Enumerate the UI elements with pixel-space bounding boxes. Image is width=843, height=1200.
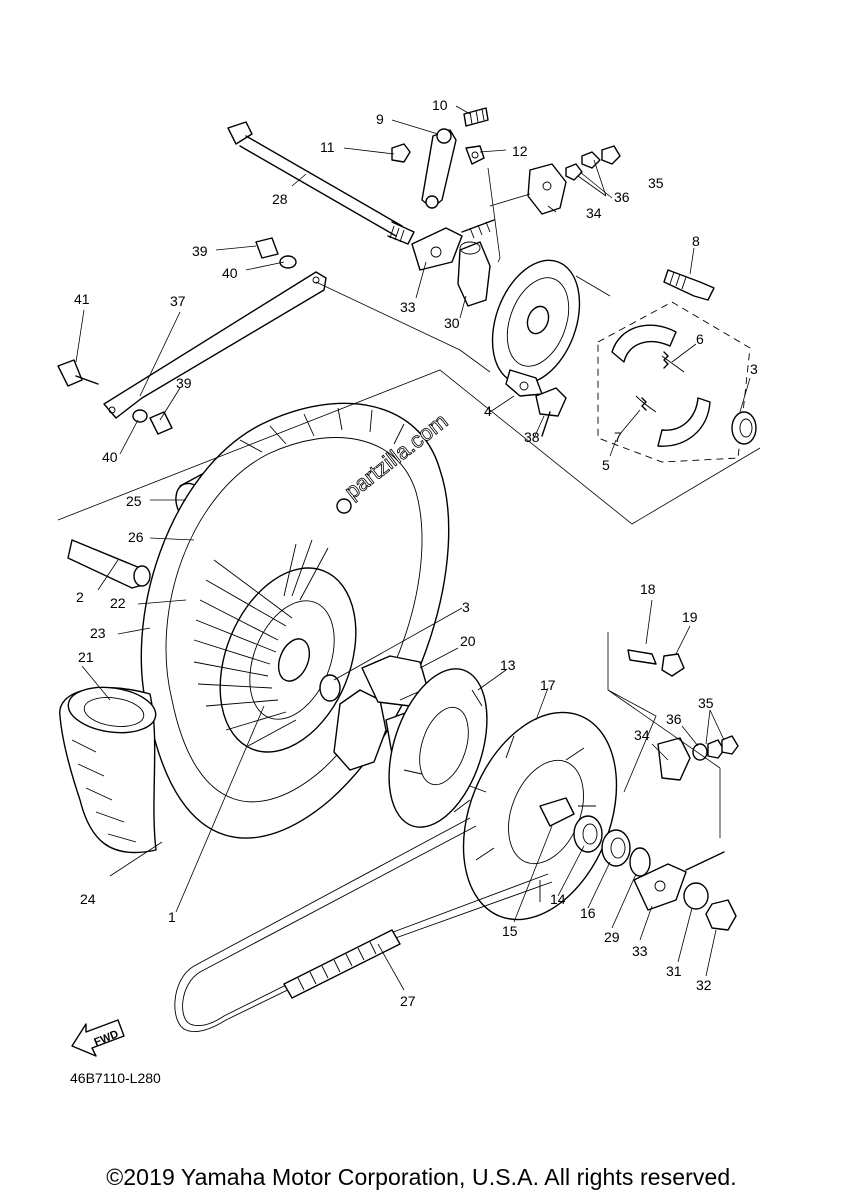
spacer	[67, 539, 151, 589]
callout-36a: 36	[614, 189, 630, 205]
callout-6: 6	[696, 331, 704, 347]
callout-34a: 34	[586, 205, 602, 221]
callout-27: 27	[400, 993, 416, 1009]
callout-34b: 34	[634, 727, 650, 743]
callout-2: 2	[76, 589, 84, 605]
callout-23: 23	[90, 625, 106, 641]
callout-7: 7	[614, 429, 622, 445]
rear-axle	[227, 121, 415, 245]
callout-8: 8	[692, 233, 700, 249]
parts-diagram: FWD partzilla.com	[57, 97, 761, 1057]
callout-38: 38	[524, 429, 540, 445]
callout-3a: 3	[750, 361, 758, 377]
callout-12: 12	[512, 143, 528, 159]
callout-5: 5	[602, 457, 610, 473]
callout-36b: 36	[666, 711, 682, 727]
chain-adjuster-top	[527, 145, 621, 215]
callout-39a: 39	[192, 243, 208, 259]
callout-29: 29	[604, 929, 620, 945]
callout-21: 21	[78, 649, 94, 665]
fwd-arrow: FWD	[71, 1019, 125, 1057]
diagram-code: 46B7110-L280	[70, 1070, 161, 1086]
callout-15: 15	[502, 923, 518, 939]
callout-31: 31	[666, 963, 682, 979]
callout-11: 11	[320, 139, 335, 155]
callout-25: 25	[126, 493, 142, 509]
callout-19: 19	[682, 609, 698, 625]
callout-30: 30	[444, 315, 460, 331]
callout-16: 16	[580, 905, 596, 921]
callout-17: 17	[540, 677, 556, 693]
callout-4: 4	[484, 403, 492, 419]
drive-chain	[174, 817, 553, 1032]
callout-35b: 35	[698, 695, 714, 711]
callout-28: 28	[272, 191, 288, 207]
callout-32: 32	[696, 977, 712, 993]
callout-20: 20	[460, 633, 476, 649]
brake-shoe-plate	[411, 219, 581, 437]
callout-24: 24	[80, 891, 96, 907]
callout-9: 9	[376, 111, 384, 127]
sprocket	[462, 711, 651, 921]
callout-33a: 33	[400, 299, 416, 315]
brake-cable-fitting	[663, 269, 715, 301]
callout-41: 41	[74, 291, 90, 307]
callout-14: 14	[550, 891, 566, 907]
callout-10: 10	[432, 97, 448, 113]
callout-13: 13	[500, 657, 516, 673]
callout-18: 18	[640, 581, 656, 597]
callout-3b: 3	[462, 599, 470, 615]
callout-33b: 33	[632, 943, 648, 959]
callout-35a: 35	[648, 175, 664, 191]
tire	[59, 686, 157, 854]
callout-leaders	[75, 105, 751, 991]
tension-bar	[57, 237, 327, 435]
callout-1: 1	[168, 909, 176, 925]
callout-labels: 10 9 11 12 35 36 34 28 8 39 40 41 37 33 …	[74, 97, 758, 1009]
brake-shoes	[597, 301, 751, 463]
callout-39b: 39	[176, 375, 192, 391]
callout-22: 22	[110, 595, 126, 611]
assembly-lines	[57, 167, 761, 838]
bearing-top	[731, 411, 757, 445]
brake-cam-lever	[391, 107, 489, 209]
clutch-hub	[388, 668, 488, 828]
chain-adjuster-bottom	[627, 649, 739, 931]
callout-40a: 40	[222, 265, 238, 281]
copyright-notice: ©2019 Yamaha Motor Corporation, U.S.A. A…	[106, 1164, 737, 1190]
callout-40b: 40	[102, 449, 118, 465]
callout-37: 37	[170, 293, 186, 309]
callout-26: 26	[128, 529, 144, 545]
